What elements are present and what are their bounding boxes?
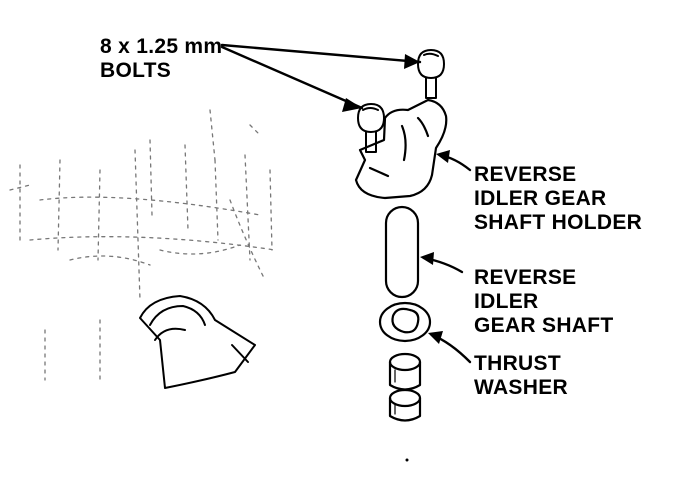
holder-label-line3: SHAFT HOLDER bbox=[474, 211, 643, 234]
holder-label-line2: IDLER GEAR bbox=[474, 187, 607, 210]
casting-part bbox=[139, 295, 256, 389]
bolts-label: 8 x 1.25 mm BOLTS bbox=[100, 35, 222, 83]
arrowhead bbox=[404, 54, 420, 69]
holder-label: REVERSE IDLER GEAR SHAFT HOLDER bbox=[474, 163, 642, 235]
bolts-leader-lines bbox=[220, 43, 422, 110]
idler-gear-stack bbox=[388, 352, 422, 422]
washer-label-line1: THRUST bbox=[474, 352, 561, 375]
reverse-idler-gear-shaft bbox=[384, 205, 420, 299]
speck bbox=[405, 458, 409, 462]
bolt-upper bbox=[417, 49, 445, 99]
transmission-housing-sketch bbox=[9, 109, 276, 381]
arrowhead bbox=[342, 98, 362, 112]
arrowhead bbox=[428, 331, 443, 344]
bolts-label-line1: 8 x 1.25 mm bbox=[100, 35, 223, 58]
arrowhead bbox=[420, 252, 434, 265]
shaft-label-line1: REVERSE bbox=[474, 266, 577, 289]
shaft-label: REVERSE IDLER GEAR SHAFT bbox=[474, 266, 614, 338]
shaft-label-line3: GEAR SHAFT bbox=[474, 314, 614, 337]
washer-label: THRUST WASHER bbox=[474, 352, 568, 400]
shaft-holder bbox=[354, 98, 448, 200]
holder-label-line1: REVERSE bbox=[474, 163, 577, 186]
shaft-label-line2: IDLER bbox=[474, 290, 539, 313]
arrowhead bbox=[436, 150, 450, 163]
thrust-washer bbox=[378, 301, 432, 343]
bolts-label-line2: BOLTS bbox=[100, 59, 172, 82]
washer-label-line2: WASHER bbox=[474, 376, 568, 399]
